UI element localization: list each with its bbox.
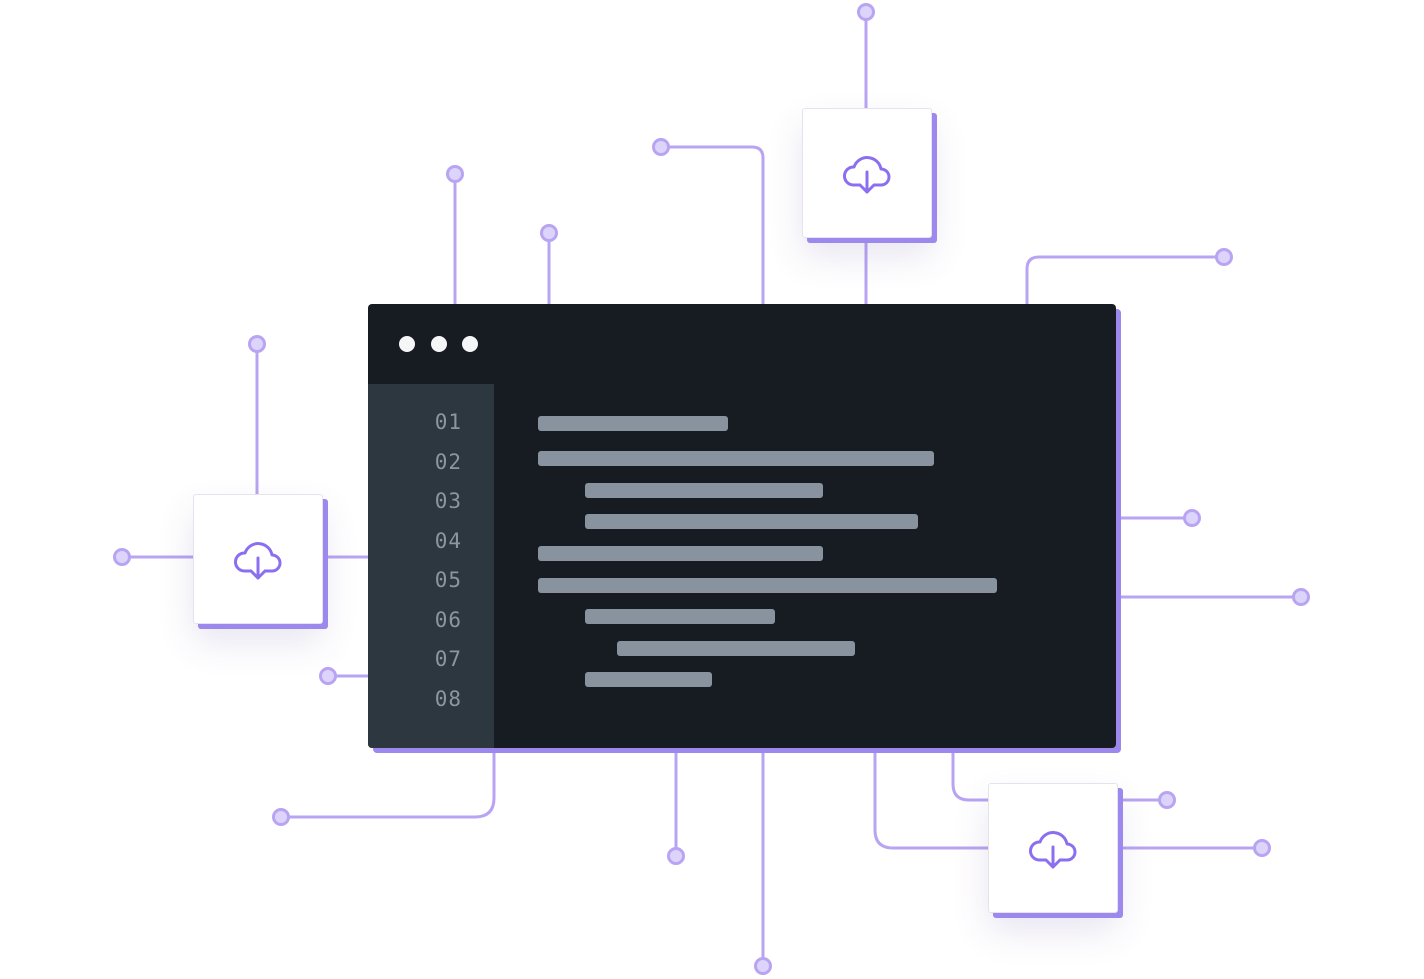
- code-line-placeholder: [585, 609, 775, 624]
- line-number: 03: [434, 489, 462, 513]
- code-line-placeholder: [538, 416, 728, 431]
- line-number: 05: [434, 568, 462, 592]
- code-line-placeholder: [617, 641, 855, 656]
- connector-node: [667, 847, 685, 865]
- code-line-placeholder: [585, 514, 918, 529]
- connector-wire: [873, 746, 990, 850]
- connector-wire: [279, 746, 496, 819]
- cloud-download-icon: [1029, 831, 1077, 869]
- connector-node: [272, 808, 290, 826]
- connector-wire: [951, 746, 990, 802]
- connector-node: [857, 3, 875, 21]
- code-line-placeholder: [538, 546, 823, 561]
- code-line-placeholder: [538, 451, 934, 466]
- connector-node: [1158, 791, 1176, 809]
- code-editor-window: 01 02 03 04 05 06 07 08: [368, 304, 1116, 748]
- line-number: 02: [434, 450, 462, 474]
- window-control-dot[interactable]: [399, 336, 415, 352]
- cloud-download-icon: [234, 542, 282, 580]
- connector-wire: [659, 145, 765, 306]
- line-number: 04: [434, 529, 462, 553]
- window-control-dot[interactable]: [462, 336, 478, 352]
- line-number: 08: [434, 687, 462, 711]
- connector-node: [1215, 248, 1233, 266]
- code-line-placeholder: [538, 578, 997, 593]
- connector-node: [540, 224, 558, 242]
- connector-node: [1253, 839, 1271, 857]
- connector-node: [248, 335, 266, 353]
- download-card[interactable]: [193, 494, 323, 624]
- download-card[interactable]: [802, 108, 932, 238]
- connector-node: [1292, 588, 1310, 606]
- window-control-dot[interactable]: [431, 336, 447, 352]
- line-number: 06: [434, 608, 462, 632]
- connector-node: [1183, 509, 1201, 527]
- line-number-gutter: 01 02 03 04 05 06 07 08: [368, 384, 494, 748]
- cloud-download-icon: [843, 156, 891, 194]
- connector-node: [754, 957, 772, 975]
- code-line-placeholder: [585, 483, 823, 498]
- connector-node: [319, 667, 337, 685]
- line-number: 01: [434, 410, 462, 434]
- download-card[interactable]: [988, 783, 1118, 913]
- line-number: 07: [434, 647, 462, 671]
- editor-titlebar: [368, 304, 1116, 384]
- connector-wire: [1025, 255, 1226, 306]
- connector-node: [652, 138, 670, 156]
- connector-node: [113, 548, 131, 566]
- code-line-placeholder: [585, 672, 712, 687]
- connector-node: [446, 165, 464, 183]
